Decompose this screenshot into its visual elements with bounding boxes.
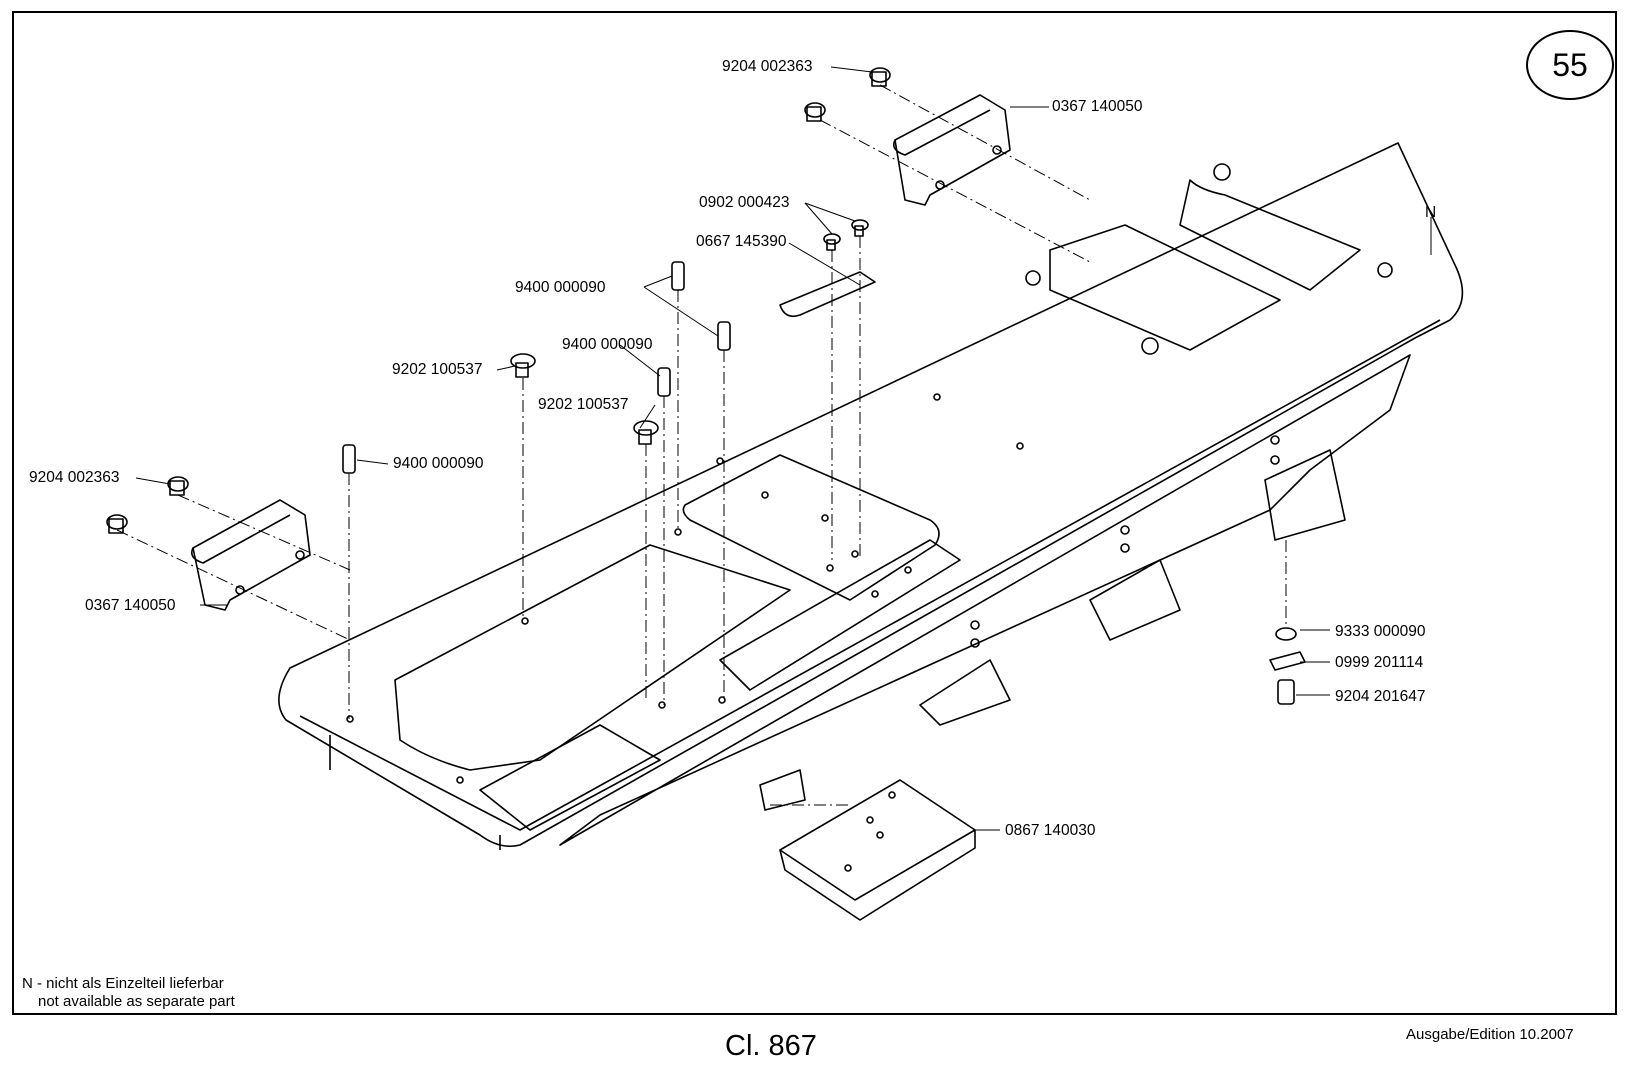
label-stud-b: 9400 000090	[562, 337, 653, 353]
footnote-de: N - nicht als Einzelteil lieferbar	[22, 975, 235, 993]
label-screw-hinge-top: 9204 002363	[722, 59, 813, 75]
page-number: 55	[1552, 47, 1588, 84]
center-lines	[117, 85, 1286, 805]
label-screw-b: 9202 100537	[538, 397, 629, 413]
edition-label: Ausgabe/Edition 10.2007	[1406, 1026, 1574, 1043]
label-cover-plate: 0867 140030	[1005, 823, 1096, 839]
class-label: Cl. 867	[725, 1030, 817, 1063]
base-plate	[279, 143, 1463, 850]
label-screws-plate: 0902 000423	[699, 195, 790, 211]
label-screw-cap: 9204 201647	[1335, 689, 1426, 705]
hinge-top	[894, 95, 1010, 205]
marker-n: N	[1425, 205, 1436, 221]
label-hinge-left: 0367 140050	[85, 598, 176, 614]
page-number-circle: 55	[1526, 30, 1614, 100]
cover-plate	[780, 780, 975, 920]
label-hinge-top: 0367 140050	[1052, 99, 1143, 115]
label-stud-left: 9400 000090	[393, 456, 484, 472]
label-plate-small: 0667 145390	[696, 234, 787, 250]
label-stud-a: 9400 000090	[515, 280, 606, 296]
footnote: N - nicht als Einzelteil lieferbar not a…	[22, 975, 235, 1011]
label-screw-a: 9202 100537	[392, 362, 483, 378]
label-clip: 0999 201114	[1335, 655, 1423, 671]
label-washer: 9333 000090	[1335, 624, 1426, 640]
label-screw-hinge-left: 9204 002363	[29, 470, 120, 486]
footnote-en: not available as separate part	[22, 993, 235, 1011]
fasteners	[107, 68, 1305, 704]
